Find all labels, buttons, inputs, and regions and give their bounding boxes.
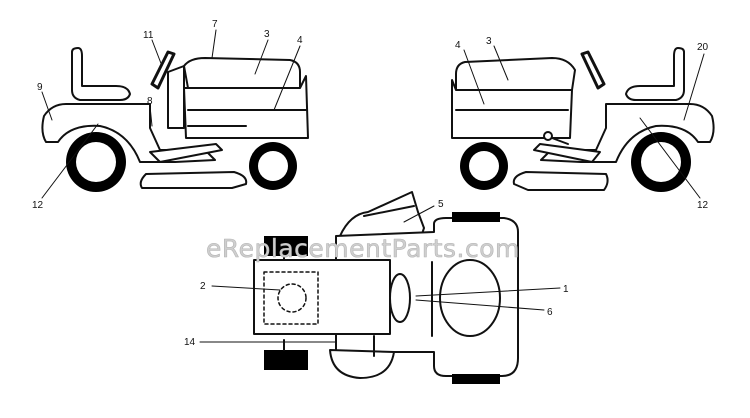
top-decal-circle xyxy=(277,283,307,313)
callout-6: 6 xyxy=(547,307,553,318)
callout-11: 11 xyxy=(143,30,154,41)
right-seat xyxy=(625,47,685,101)
right-side-view: 4 3 20 12 xyxy=(451,36,715,211)
callout-4: 4 xyxy=(297,35,303,46)
left-leaders xyxy=(41,29,301,199)
top-leaders xyxy=(199,205,561,343)
callout-20: 20 xyxy=(697,42,709,53)
callout-3-right: 3 xyxy=(486,36,492,47)
right-hood xyxy=(455,57,576,91)
left-side-view: 7 11 3 4 9 8 12 xyxy=(32,19,309,211)
callout-3: 3 xyxy=(264,29,270,40)
left-mower-deck xyxy=(139,171,248,189)
callout-5: 5 xyxy=(438,199,444,210)
right-rear-wheel-hub xyxy=(641,142,681,182)
left-rear-fender xyxy=(41,103,216,163)
left-seat xyxy=(71,47,131,101)
right-lever-knob xyxy=(543,131,553,141)
callout-12-right: 12 xyxy=(697,200,709,211)
top-dash-oval xyxy=(389,273,411,323)
right-lever xyxy=(551,137,569,145)
callout-12: 12 xyxy=(32,200,44,211)
right-footboard xyxy=(533,143,601,163)
callout-9: 9 xyxy=(37,82,43,93)
top-left-rear-tire xyxy=(264,236,308,256)
callout-7: 7 xyxy=(212,19,218,30)
top-hood-oval xyxy=(439,259,501,337)
callout-4-right: 4 xyxy=(455,40,461,51)
left-steering-wheel xyxy=(150,50,176,90)
watermark-text: eReplacementParts.com xyxy=(206,234,520,263)
right-front-wheel-hub xyxy=(469,151,499,181)
right-leaders xyxy=(463,45,705,199)
left-steering-column xyxy=(167,65,185,129)
right-steering-wheel xyxy=(580,50,606,90)
callout-14: 14 xyxy=(184,337,196,348)
top-deck xyxy=(329,349,395,379)
top-view: 5 2 1 6 14 xyxy=(184,191,569,384)
top-console xyxy=(339,191,425,241)
callout-8: 8 xyxy=(147,96,153,107)
left-front-body xyxy=(183,75,309,139)
right-rear-fender xyxy=(540,103,715,163)
left-footboard xyxy=(149,143,223,163)
top-right-rear-tire xyxy=(264,350,308,370)
callout-1: 1 xyxy=(563,284,569,295)
top-front-left-tire xyxy=(452,212,500,222)
callout-2: 2 xyxy=(200,281,206,292)
left-hood xyxy=(183,57,301,89)
top-rear-body xyxy=(253,259,391,335)
left-front-wheel-hub xyxy=(258,151,288,181)
left-rear-wheel-hub xyxy=(76,142,116,182)
top-decal-box xyxy=(263,271,319,325)
top-front-right-tire xyxy=(452,374,500,384)
right-mower-deck xyxy=(512,171,609,191)
top-console-edge xyxy=(363,205,415,217)
